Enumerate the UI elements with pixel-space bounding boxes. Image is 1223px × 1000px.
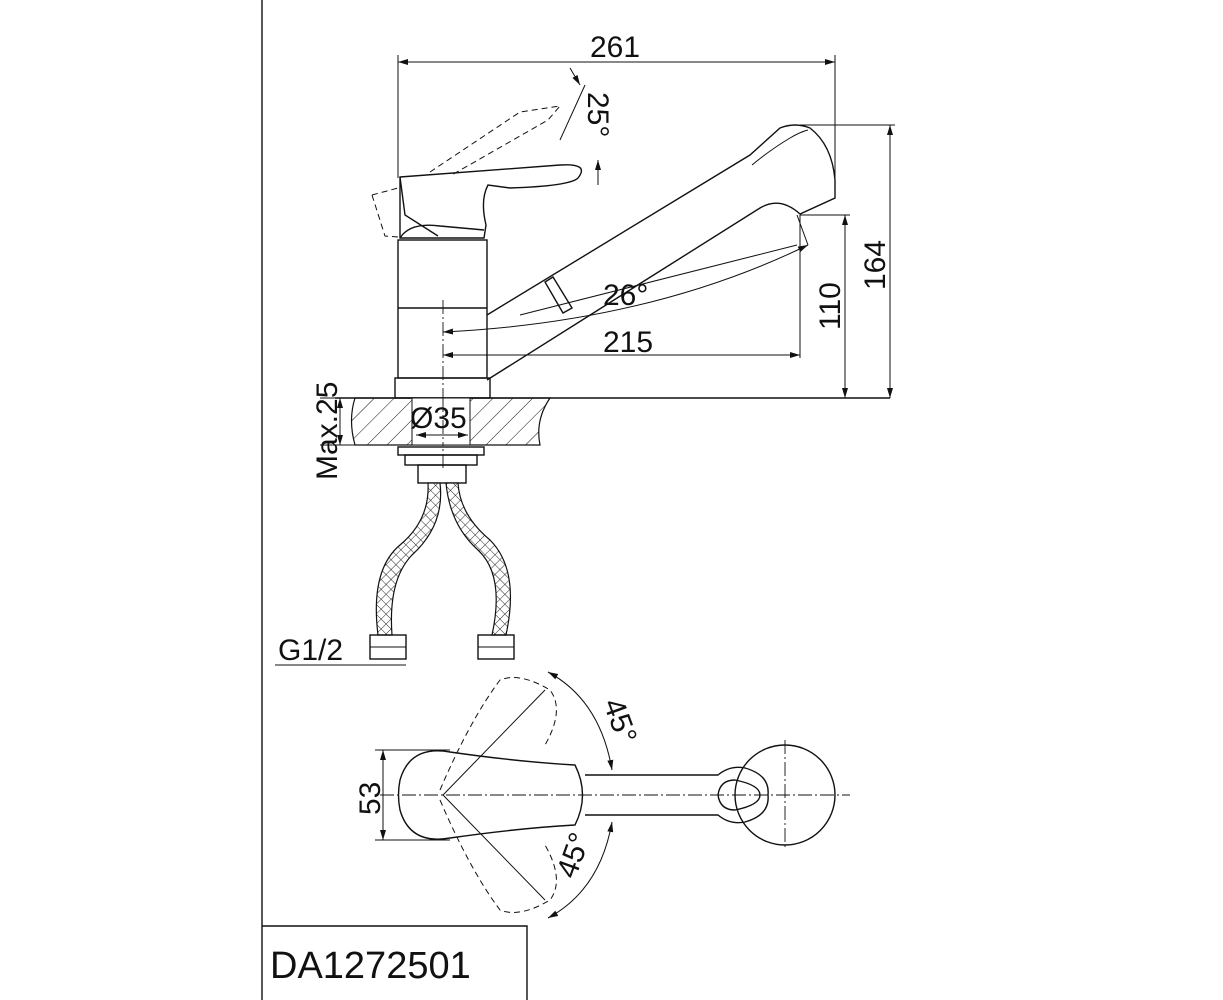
dim-215: 215: [603, 326, 653, 359]
drawing-frame: [261, 0, 528, 1000]
dim-110: 110: [814, 282, 847, 330]
dim-26-degrees: 26°: [603, 279, 648, 312]
dim-261: 261: [590, 31, 640, 64]
model-code: DA1272501: [270, 945, 471, 987]
hose-left: [375, 482, 442, 636]
hose-right: [445, 482, 511, 636]
dim-164: 164: [859, 240, 892, 290]
body-column: [397, 239, 488, 379]
handle-rotated-up: [439, 677, 557, 791]
handle-rotated-down: [439, 799, 557, 913]
dim-45-degrees-bottom: 45°: [551, 828, 598, 882]
dim-g1-2: G1/2: [278, 634, 343, 667]
dim-45-degrees-top: 45°: [596, 694, 643, 748]
base-circle: [734, 744, 836, 846]
dim-diameter-35: Ø35: [410, 402, 467, 435]
dim-25-degrees: 25°: [581, 92, 614, 137]
pull-out-spout: [486, 124, 836, 381]
base-ring: [394, 377, 491, 399]
dim-max-25: Max.25: [311, 382, 344, 480]
side-view-faucet: [335, 105, 890, 660]
spout-top: [585, 766, 769, 824]
dimensions-side: 261 25° 164 110 215 26° Max.25 Ø35 G1/2: [275, 31, 895, 667]
lever-handle: [399, 164, 583, 239]
dim-53: 53: [354, 782, 387, 815]
lever-raised-position: [429, 105, 562, 177]
